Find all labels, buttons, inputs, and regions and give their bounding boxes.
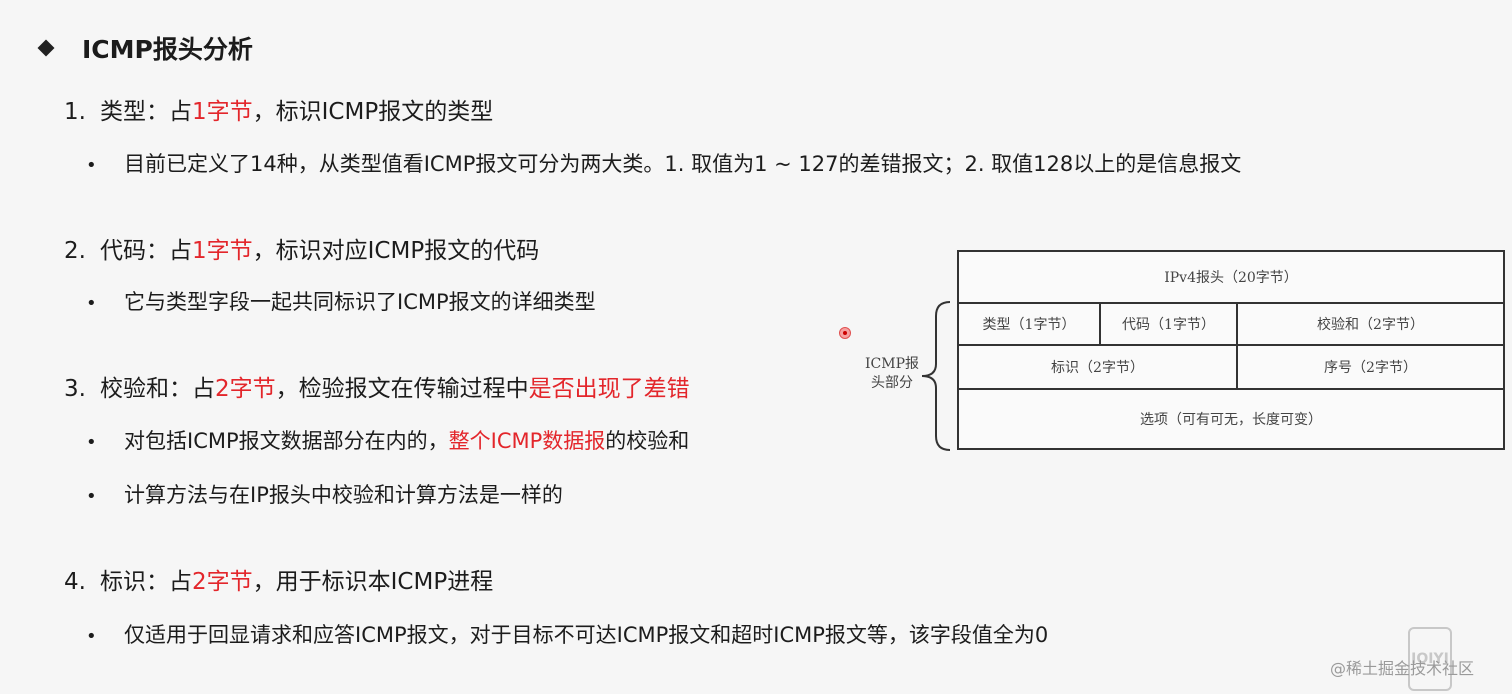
item-label: 标识：占 (100, 569, 192, 595)
curly-brace-icon (921, 301, 951, 451)
icmp-header-diagram: IPv4报头（20字节） 类型（1字节） 代码（1字节） 校验和（2字节） 标识… (957, 250, 1505, 450)
bullet-text: 对包括ICMP报文数据部分在内的， (124, 429, 449, 453)
cell-code: 代码（1字节） (1099, 304, 1236, 344)
logo-text: IQIYI (1411, 651, 1449, 667)
diagram-row-ipv4: IPv4报头（20字节） (959, 252, 1503, 304)
bullet-text: 仅适用于回显请求和应答ICMP报文，对于目标不可达ICMP报文和超时ICMP报文… (124, 623, 1049, 647)
cell-identifier: 标识（2字节） (1051, 360, 1144, 376)
item-identifier: 4. 标识：占2字节，用于标识本ICMP进程 (64, 562, 493, 596)
cell-ipv4-header: IPv4报头（20字节） (1164, 270, 1298, 286)
bullet-identifier-1: • 仅适用于回显请求和应答ICMP报文，对于目标不可达ICMP报文和超时ICMP报… (86, 619, 1048, 649)
item-description: ，标识ICMP报文的类型 (252, 99, 494, 125)
item-number: 1. (64, 99, 86, 125)
diagram-row-id-seq: 标识（2字节） 序号（2字节） (959, 346, 1503, 390)
title-text: ICMP报头分析 (82, 35, 253, 64)
bullet-text: 计算方法与在IP报头中校验和计算方法是一样的 (124, 483, 563, 507)
item-number: 4. (64, 569, 86, 595)
bullet-dot-icon: • (86, 155, 97, 176)
bullet-dot-icon: • (86, 626, 97, 647)
bullet-dot-icon: • (86, 486, 97, 507)
item-description: ，检验报文在传输过程中 (275, 376, 529, 402)
item-description: ，标识对应ICMP报文的代码 (252, 238, 540, 264)
highlight-size: 1字节 (192, 99, 253, 125)
item-number: 2. (64, 238, 86, 264)
highlight-size: 1字节 (192, 238, 253, 264)
side-label-line2: 头部分 (871, 375, 913, 391)
bullet-text: 目前已定义了14种，从类型值看ICMP报文可分为两大类。1. 取值为1 ~ 12… (124, 152, 1242, 176)
bullet-checksum-2: • 计算方法与在IP报头中校验和计算方法是一样的 (86, 479, 563, 509)
icmp-header-label: ICMP报 头部分 (862, 355, 922, 393)
item-checksum: 3. 校验和：占2字节，检验报文在传输过程中是否出现了差错 (64, 369, 690, 403)
item-number: 3. (64, 376, 86, 402)
highlight-size: 2字节 (192, 569, 253, 595)
highlight-size: 2字节 (215, 376, 276, 402)
bullet-checksum-1: • 对包括ICMP报文数据部分在内的，整个ICMP数据报的校验和 (86, 425, 689, 455)
diagram-row-options: 选项（可有可无，长度可变） (959, 390, 1503, 448)
item-label: 校验和：占 (100, 376, 215, 402)
side-label-line1: ICMP报 (865, 356, 919, 372)
highlight-datagram: 整个ICMP数据报 (448, 429, 606, 453)
bullet-type-1: • 目前已定义了14种，从类型值看ICMP报文可分为两大类。1. 取值为1 ~ 1… (86, 148, 1241, 178)
diagram-row-type-code-checksum: 类型（1字节） 代码（1字节） 校验和（2字节） (959, 304, 1503, 346)
cell-options: 选项（可有可无，长度可变） (1140, 412, 1322, 428)
item-label: 代码：占 (100, 238, 192, 264)
item-type: 1. 类型：占1字节，标识ICMP报文的类型 (64, 92, 493, 126)
cell-type: 类型（1字节） (982, 317, 1076, 333)
bullet-dot-icon: • (86, 432, 97, 453)
highlight-error: 是否出现了差错 (528, 376, 690, 402)
iqiyi-logo-icon: IQIYI (1408, 627, 1452, 691)
watermark-text: @稀土掘金技术社区 (1330, 659, 1475, 678)
bullet-text-end: 的校验和 (605, 429, 690, 453)
bullet-code-1: • 它与类型字段一起共同标识了ICMP报文的详细类型 (86, 286, 596, 316)
pointer-cursor-icon (839, 327, 851, 339)
item-code: 2. 代码：占1字节，标识对应ICMP报文的代码 (64, 231, 539, 265)
item-label: 类型：占 (100, 99, 192, 125)
bullet-text: 它与类型字段一起共同标识了ICMP报文的详细类型 (124, 290, 596, 314)
cell-sequence: 序号（2字节） (1236, 346, 1503, 388)
bullet-dot-icon: • (86, 293, 97, 314)
slide-title: ICMP报头分析 (37, 30, 253, 66)
item-description: ，用于标识本ICMP进程 (252, 569, 494, 595)
cell-checksum: 校验和（2字节） (1236, 304, 1503, 344)
diamond-bullet-icon (37, 39, 55, 57)
